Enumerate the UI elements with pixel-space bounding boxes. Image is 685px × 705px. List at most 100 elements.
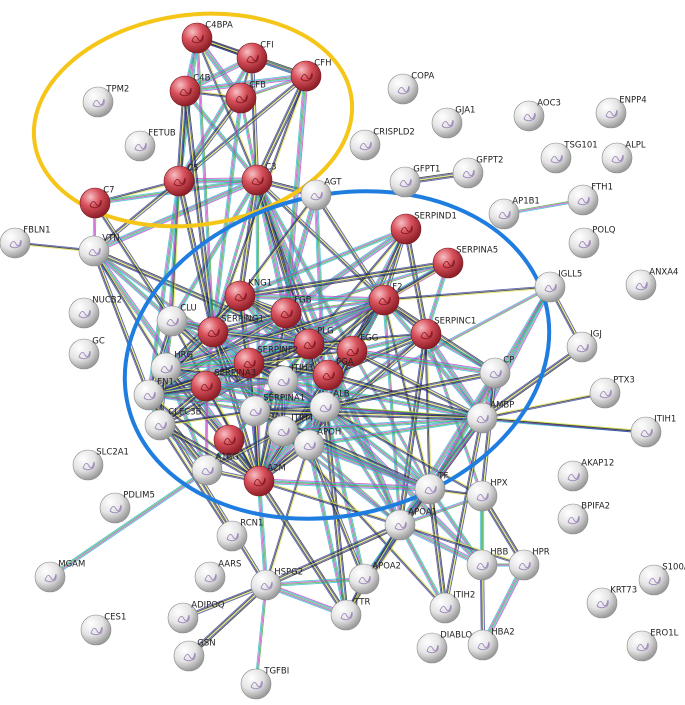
- node-serpinf2[interactable]: SERPINF2: [233, 346, 298, 379]
- node-gfpt2[interactable]: GFPT2: [452, 156, 503, 189]
- node-clu[interactable]: CLU: [156, 304, 197, 337]
- node-alpl[interactable]: ALPL: [601, 141, 646, 174]
- node-tgfbi[interactable]: TGFBI: [240, 667, 289, 700]
- node-kng1[interactable]: KNG1: [224, 279, 272, 312]
- node-serpina3[interactable]: SERPINA3: [190, 369, 256, 402]
- node-cfb[interactable]: CFB: [225, 81, 266, 114]
- node-serpina3b[interactable]: [213, 424, 245, 456]
- node-hspg2[interactable]: HSPG2: [250, 568, 303, 601]
- node-ptx3[interactable]: PTX3: [589, 376, 635, 409]
- edge-line: [239, 227, 406, 295]
- edge-line: [94, 181, 181, 253]
- edge-line: [285, 262, 449, 314]
- node-hrg[interactable]: HRG: [150, 351, 193, 384]
- node-a2m[interactable]: A2M: [243, 464, 286, 497]
- node-c4b[interactable]: C4B: [169, 74, 211, 107]
- node-fn1[interactable]: FN1: [133, 378, 174, 411]
- node-ambp[interactable]: AMBP: [466, 401, 514, 434]
- node-ces1[interactable]: CES1: [80, 613, 126, 646]
- protein-structure-icon: [611, 154, 624, 164]
- node-fgb[interactable]: FGB: [270, 296, 312, 329]
- node-crispld2[interactable]: CRISPLD2: [349, 128, 415, 161]
- node-fetub[interactable]: FETUB: [124, 129, 176, 162]
- node-alb[interactable]: ALB: [309, 390, 350, 423]
- protein-structure-icon: [200, 382, 213, 392]
- node-anxa4[interactable]: ANXA4: [625, 268, 678, 301]
- node-ttr[interactable]: TTR: [330, 598, 370, 631]
- node-fgg[interactable]: FGG: [336, 334, 378, 367]
- node-tf[interactable]: TF: [414, 472, 448, 505]
- node-polq[interactable]: POLQ: [568, 226, 616, 259]
- node-gja1[interactable]: GJA1: [431, 106, 475, 139]
- node-diablo[interactable]: DIABLO: [416, 631, 472, 664]
- node-s100a13[interactable]: S100A13: [638, 563, 685, 596]
- node-hbb[interactable]: HBB: [466, 548, 508, 581]
- node-a1bg[interactable]: A1BG: [191, 453, 239, 486]
- node-rcn1[interactable]: RCN1: [216, 519, 263, 552]
- edge-line: [481, 372, 495, 496]
- protein-structure-icon: [183, 652, 196, 662]
- node-cfi[interactable]: CFI: [236, 41, 274, 74]
- node-krt73[interactable]: KRT73: [586, 586, 637, 619]
- node-serpina5[interactable]: SERPINA5: [432, 246, 498, 279]
- node-serpinc1[interactable]: SERPINC1: [410, 317, 476, 350]
- node-mgam[interactable]: MGAM: [34, 560, 85, 593]
- node-serpind1[interactable]: SERPIND1: [390, 212, 457, 245]
- node-fth1[interactable]: FTH1: [567, 183, 613, 216]
- node-ero1l[interactable]: ERO1L: [626, 629, 679, 662]
- node-itih1[interactable]: ITIH1: [630, 415, 676, 448]
- node-serpina1[interactable]: SERPINA1: [239, 394, 305, 427]
- node-plg[interactable]: PLG: [293, 327, 334, 360]
- node-igll5[interactable]: IGLL5: [534, 270, 582, 303]
- node-tsg101[interactable]: TSG101: [540, 141, 598, 174]
- node-fbln1[interactable]: FBLN1: [0, 226, 50, 259]
- node-aoc3[interactable]: AOC3: [513, 99, 561, 132]
- node-f2[interactable]: F2: [368, 283, 403, 316]
- edge-HSPG2-GSN: [187, 583, 268, 658]
- node-igj[interactable]: IGJ: [566, 330, 602, 363]
- node-apoa2[interactable]: APOA2: [348, 562, 401, 595]
- node-c3[interactable]: C3: [241, 163, 277, 196]
- node-c4bpa[interactable]: C4BPA: [181, 21, 233, 54]
- node-slc2a1[interactable]: SLC2A1: [72, 448, 129, 481]
- edge-line: [214, 98, 244, 333]
- node-apoa1[interactable]: APOA1: [384, 508, 437, 541]
- node-itih4[interactable]: ITIH4: [267, 414, 313, 447]
- edge-line: [400, 523, 525, 565]
- node-hpx[interactable]: HPX: [466, 479, 508, 512]
- node-gfpt1[interactable]: GFPT1: [389, 165, 440, 198]
- node-clec3b[interactable]: CLEC3B: [144, 408, 202, 441]
- node-itih2[interactable]: ITIH2: [429, 591, 475, 624]
- node-gc[interactable]: GC: [68, 337, 105, 370]
- node-itih3[interactable]: ITIH3: [267, 364, 313, 397]
- node-bpifa2[interactable]: BPIFA2: [557, 502, 610, 535]
- node-ap1b1[interactable]: AP1B1: [488, 197, 540, 230]
- node-hba2[interactable]: HBA2: [467, 628, 515, 661]
- edge-line: [172, 180, 258, 322]
- node-enpp4[interactable]: ENPP4: [595, 96, 647, 129]
- edge-SERPINA3-ALB: [205, 383, 326, 410]
- node-cfh[interactable]: CFH: [290, 59, 331, 92]
- node-vtn[interactable]: VTN: [78, 234, 120, 267]
- edge-line: [352, 350, 432, 489]
- node-c5[interactable]: C5: [163, 164, 199, 197]
- edge-line: [93, 251, 149, 396]
- node-fga[interactable]: FGA: [312, 358, 354, 391]
- node-c7[interactable]: C7: [79, 186, 115, 219]
- node-copa[interactable]: COPA: [387, 72, 434, 105]
- node-agt[interactable]: AGT: [300, 178, 342, 211]
- node-adipoq[interactable]: ADIPOQ: [167, 601, 225, 634]
- edge-line: [178, 180, 214, 333]
- node-gsn[interactable]: GSN: [173, 639, 216, 672]
- node-hpr[interactable]: HPR: [508, 548, 550, 581]
- node-label: CRISPLD2: [373, 128, 415, 138]
- edge-AMBP-ITIH2: [442, 417, 485, 609]
- node-aars[interactable]: AARS: [194, 560, 241, 593]
- node-nucb2[interactable]: NUCB2: [68, 296, 122, 329]
- node-serping1[interactable]: SERPING1: [197, 315, 264, 348]
- node-pdlim5[interactable]: PDLIM5: [99, 491, 155, 524]
- node-apoh[interactable]: APOH: [293, 428, 341, 461]
- node-akap12[interactable]: AKAP12: [557, 459, 614, 492]
- node-tpm2[interactable]: TPM2: [82, 85, 129, 118]
- node-cp[interactable]: CP: [479, 356, 514, 389]
